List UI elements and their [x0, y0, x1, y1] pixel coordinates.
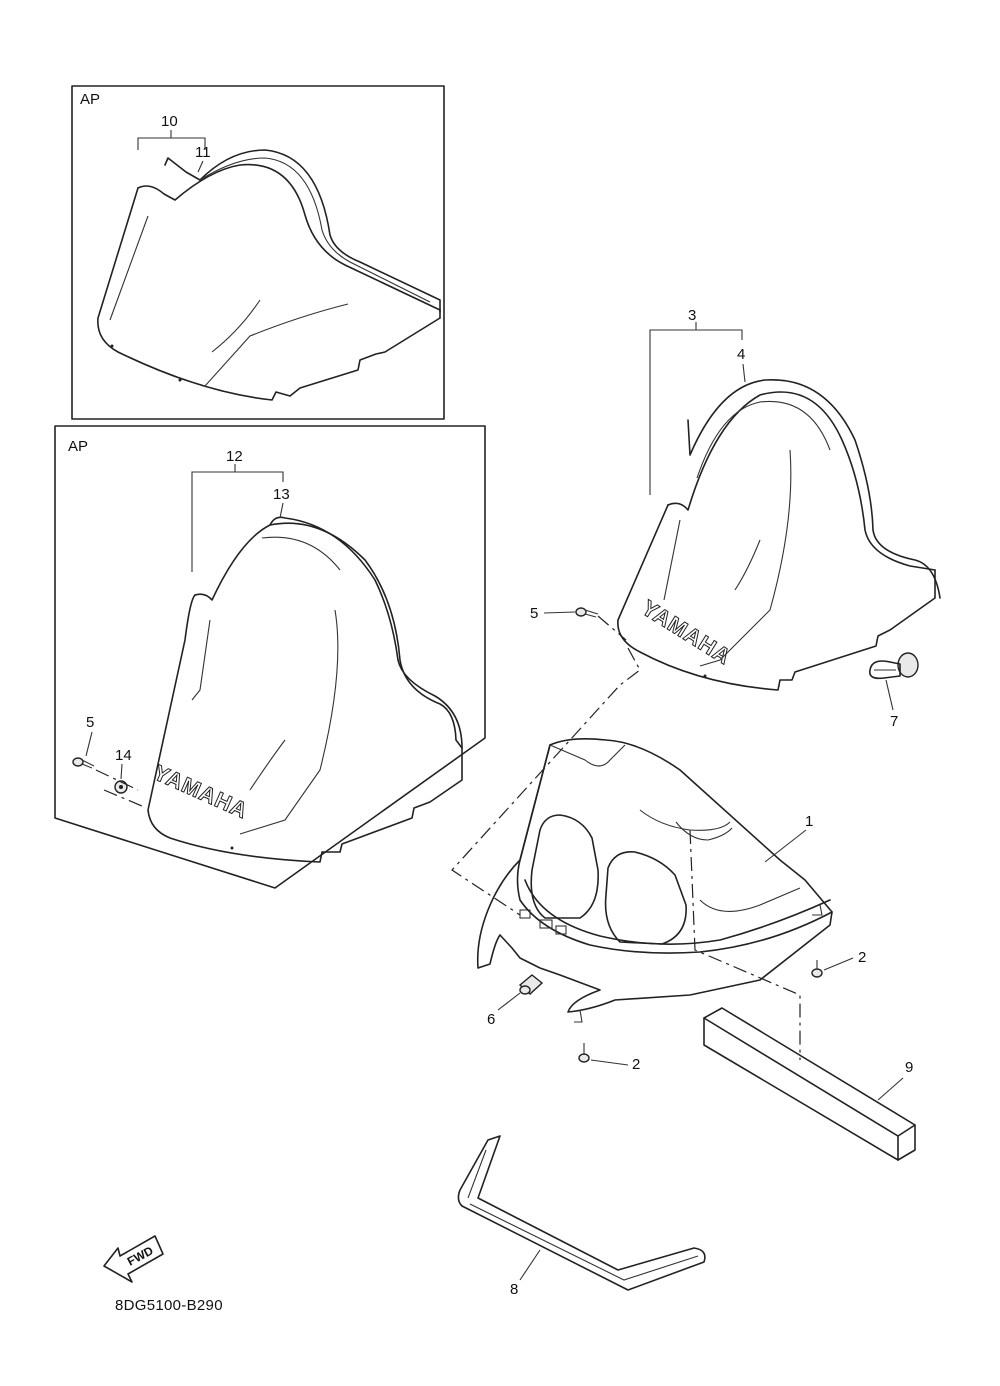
- fwd-text: FWD: [125, 1243, 156, 1268]
- brand-text-tall: YAMAHA: [150, 760, 252, 824]
- callout-3: 3: [688, 307, 696, 324]
- assembly-line-right: [689, 829, 801, 1060]
- callout-12: 12: [226, 448, 243, 465]
- grommet-icon-6: [518, 974, 544, 995]
- callout-6: 6: [487, 1011, 495, 1028]
- inset-bottom-label: AP: [68, 438, 88, 455]
- windshield-short: [97, 149, 441, 401]
- screw-icon: [72, 757, 95, 769]
- cowling: [476, 738, 833, 1023]
- callout-2-bottom: 2: [632, 1056, 640, 1073]
- bracket-12: [191, 471, 284, 572]
- callout-1: 1: [805, 813, 813, 830]
- inset-top: AP 10 11: [71, 85, 445, 420]
- callout-5-main: 5: [530, 605, 538, 622]
- foam-block: [703, 1007, 916, 1161]
- inset-bottom-frame: [54, 425, 486, 889]
- screw-icon-2a: [811, 960, 823, 978]
- callout-10: 10: [161, 113, 178, 130]
- callout-9: 9: [905, 1059, 913, 1076]
- assembly-line-left: [451, 647, 641, 916]
- screw-icon-2b: [578, 1043, 590, 1063]
- inset-top-frame: [71, 85, 445, 420]
- inset-bottom: AP YAMAHA 12 13 5 14: [54, 425, 486, 889]
- leader-5: [597, 615, 627, 641]
- bracket-3: [649, 329, 743, 495]
- drawing-code: 8DG5100-B290: [115, 1297, 223, 1314]
- clip-icon: [868, 652, 919, 680]
- callout-5-inset: 5: [86, 714, 94, 731]
- screw-icon-main: [575, 607, 599, 618]
- callout-13: 13: [273, 486, 290, 503]
- callout-14: 14: [115, 747, 132, 764]
- inset-top-label: AP: [80, 91, 100, 108]
- callout-8: 8: [510, 1281, 518, 1298]
- callout-7: 7: [890, 713, 898, 730]
- leader-14: [95, 769, 143, 807]
- callout-2-right: 2: [858, 949, 866, 966]
- fwd-arrow-icon: FWD: [103, 1235, 164, 1283]
- windshield-main: YAMAHA: [617, 379, 941, 691]
- windshield-tall: YAMAHA: [147, 516, 463, 863]
- grommet-icon: [114, 780, 128, 794]
- callout-11: 11: [195, 144, 211, 161]
- handle-bar: [457, 1135, 706, 1291]
- callout-4: 4: [737, 346, 745, 363]
